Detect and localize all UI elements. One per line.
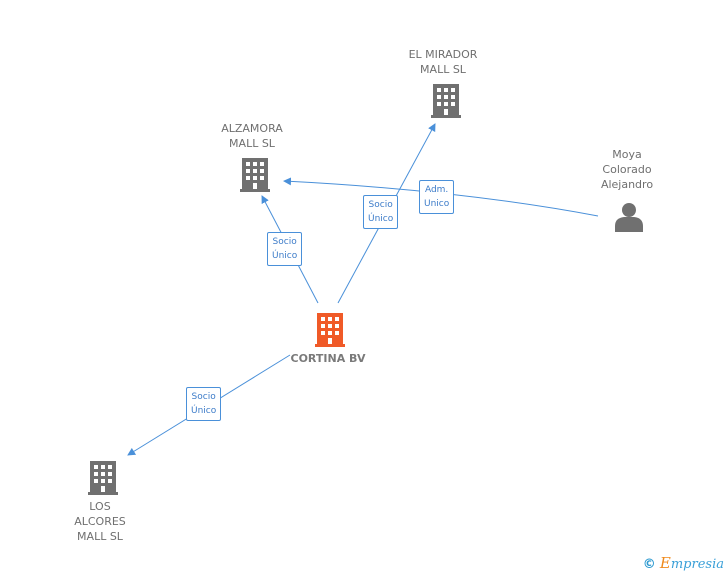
brand-logo-e: E	[659, 554, 671, 572]
person-icon[interactable]	[615, 203, 643, 232]
node-label-los-alcores[interactable]: LOS ALCORES MALL SL	[74, 500, 126, 543]
footer-brand: © Empresia	[643, 554, 724, 572]
node-label-center[interactable]: CORTINA BV	[290, 352, 366, 365]
building-icon[interactable]	[88, 461, 118, 495]
edge-label-to-el-mirador: Socio Único	[363, 195, 399, 229]
copyright-symbol: ©	[642, 557, 656, 572]
building-icon[interactable]	[431, 84, 461, 118]
edge-label-person-to-alzamora: Adm. Unico	[419, 180, 455, 214]
edge-label-to-alzamora: Socio Único	[267, 232, 303, 266]
node-label-el-mirador[interactable]: EL MIRADOR MALL SL	[408, 48, 478, 76]
node-label-person[interactable]: Moya Colorado Alejandro	[600, 148, 654, 191]
brand-logo-text: mpresia	[670, 557, 724, 572]
edge-label-to-los-alcores: Socio Único	[186, 387, 222, 421]
building-icon[interactable]	[240, 158, 270, 192]
node-label-alzamora[interactable]: ALZAMORA MALL SL	[221, 122, 283, 150]
building-icon[interactable]	[315, 313, 345, 347]
